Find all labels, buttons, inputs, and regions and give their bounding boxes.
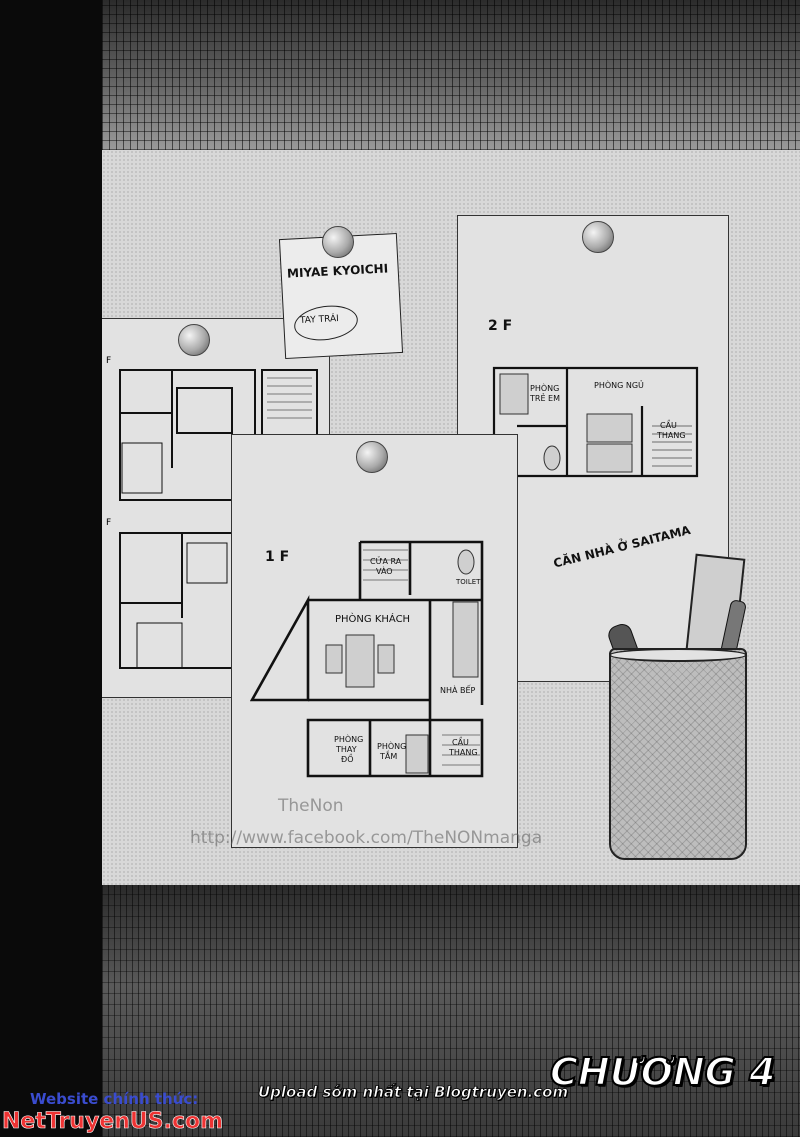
room-stairs1-line2: THANG (449, 748, 478, 757)
watermark-line2: http://www.facebook.com/TheNONmanga (190, 828, 543, 848)
room-stairs1-line1: CẦU (452, 738, 469, 747)
room-bath-line1: PHÒNG (377, 742, 407, 751)
left-plan-marker-top: F (106, 356, 111, 366)
room-changing-line2: THAY (336, 745, 357, 754)
push-pin-floor2 (582, 221, 614, 253)
room-stairs2-line1: CẦU (660, 421, 677, 430)
left-black-margin (0, 0, 102, 1137)
site-label: Website chính thức: (30, 1090, 199, 1108)
left-plan-marker-bottom: F (106, 518, 111, 528)
room-kids-line2: TRẺ EM (530, 394, 560, 403)
room-kids-line1: PHÒNG (530, 384, 560, 393)
room-entrance-line1: CỬA RA (370, 557, 402, 566)
push-pin-note (322, 226, 354, 258)
room-toilet: TOILET (456, 578, 481, 586)
bottom-screentone-band (102, 885, 800, 1137)
push-pin-left (178, 324, 210, 356)
chapter-title: CHƯƠNG 4 (549, 1049, 777, 1095)
watermark-line1: TheNon (278, 796, 344, 816)
room-bath-line2: TẮM (380, 752, 398, 761)
upload-credit: Upload sớm nhất tại Blogtruyen.com (258, 1083, 569, 1102)
site-link[interactable]: NetTruyenUS.com (2, 1109, 224, 1135)
note-circled-text: TAY TRÁI (299, 313, 340, 327)
floor2-label: 2 F (488, 318, 513, 334)
room-kitchen: NHÀ BẾP (440, 686, 476, 695)
room-living: PHÒNG KHÁCH (335, 614, 411, 625)
room-stairs2-line2: THANG (657, 431, 686, 440)
top-screentone-band (102, 0, 800, 150)
left-floor-plans: F F (106, 356, 330, 698)
room-entrance-line2: VÀO (376, 567, 393, 576)
room-changing-line3: ĐỒ (341, 755, 354, 764)
pen-cup (609, 648, 747, 860)
push-pin-floor1 (356, 441, 388, 473)
floor2-plan (492, 366, 700, 478)
room-changing-line1: PHÒNG (334, 735, 364, 744)
pen-cup-rim (609, 648, 747, 662)
floor1-label: 1 F (265, 549, 290, 565)
room-bedroom: PHÒNG NGỦ (594, 381, 644, 390)
floor1-plan (250, 540, 490, 780)
